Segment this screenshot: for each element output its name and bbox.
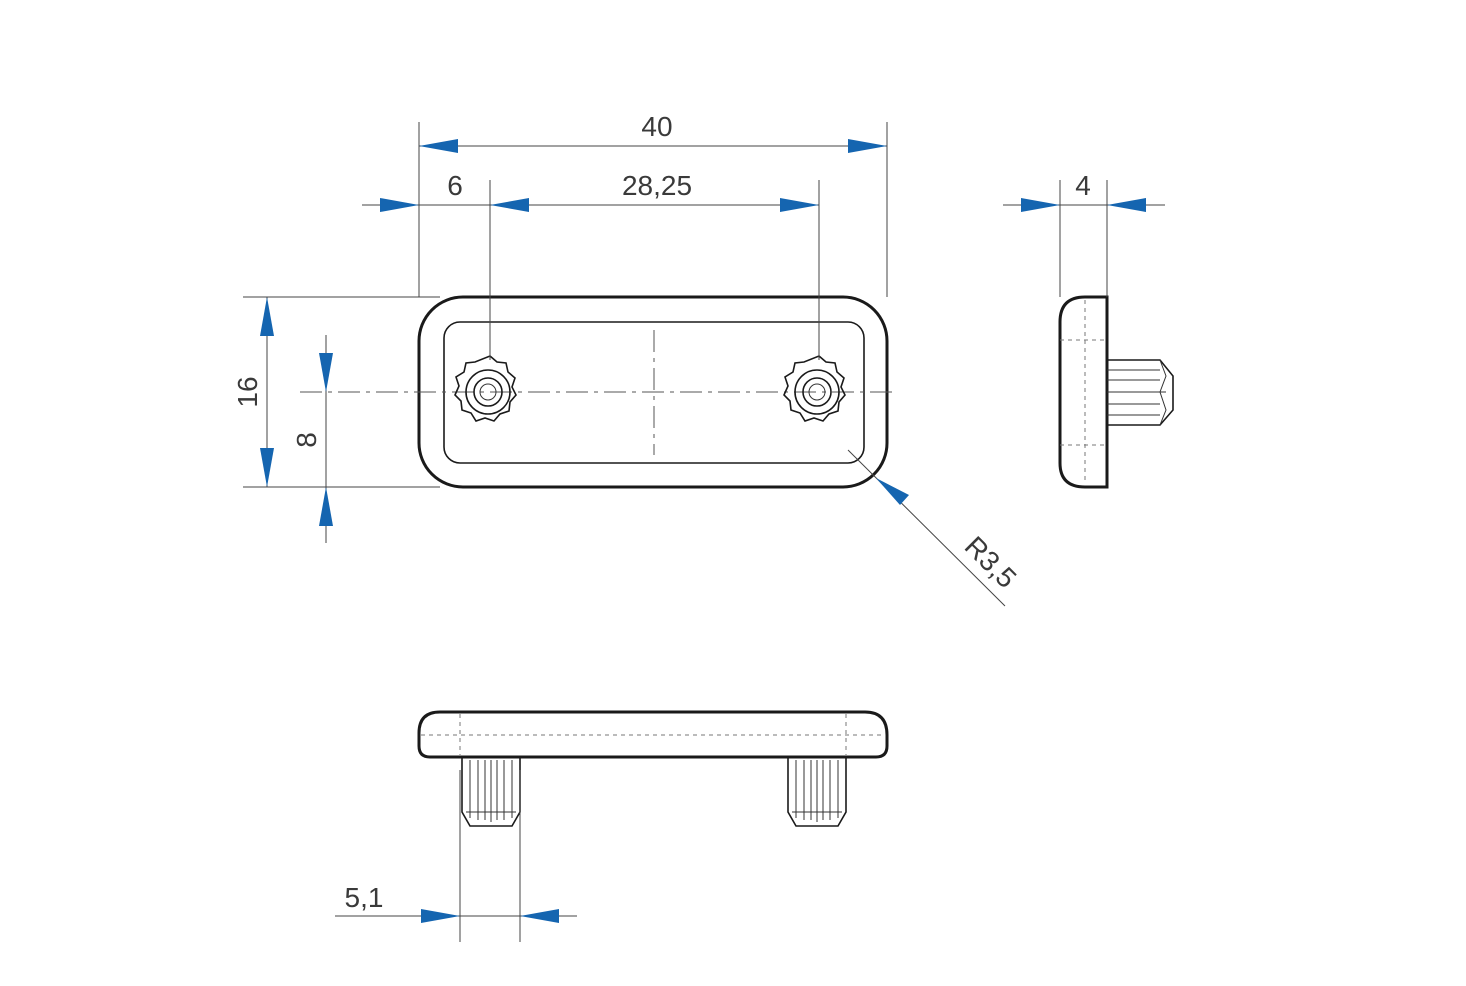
dim-height: 16 bbox=[232, 376, 263, 407]
bottom-view bbox=[417, 710, 889, 827]
side-view bbox=[1058, 295, 1174, 489]
left-pin-top bbox=[454, 355, 517, 422]
dim-corner-radius: R3,5 bbox=[959, 530, 1023, 594]
dim-pin-diameter: 5,1 bbox=[345, 882, 384, 913]
dim-edge-to-pin: 6 bbox=[447, 170, 463, 201]
side-pin bbox=[1107, 359, 1174, 426]
front-view bbox=[300, 295, 895, 489]
bottom-cap-outline bbox=[417, 710, 889, 759]
dim-overall-length: 40 bbox=[641, 111, 672, 142]
bottom-left-pin bbox=[461, 757, 521, 827]
dimension-lines: 40 6 28,25 4 16 8 R3,5 5,1 bbox=[232, 111, 1165, 942]
bottom-right-pin bbox=[787, 757, 847, 827]
dim-pin-length: 4 bbox=[1075, 170, 1091, 201]
dim-pin-spacing: 28,25 bbox=[622, 170, 692, 201]
right-pin-top bbox=[783, 355, 846, 422]
dim-half-height: 8 bbox=[291, 432, 322, 448]
side-cap-outline bbox=[1058, 295, 1109, 489]
